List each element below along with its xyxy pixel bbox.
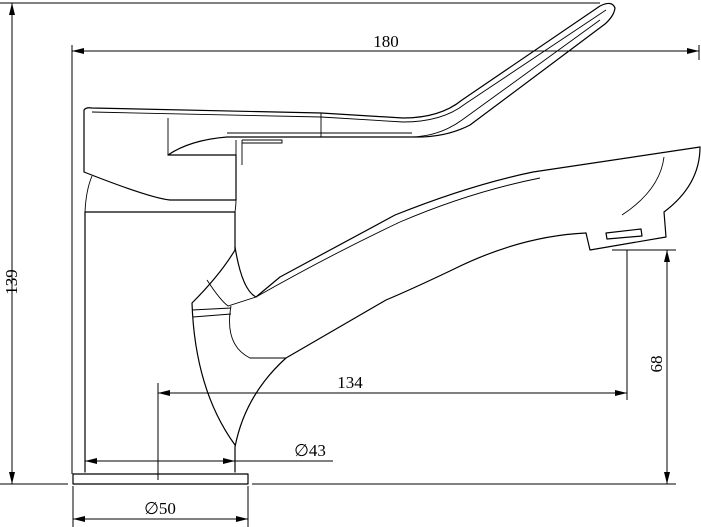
dim-label-diameter-50: ∅50 [144,499,176,518]
dimension-body-diameter: ∅43 [85,441,333,464]
lever-inner-line [411,19,601,138]
aerator [605,228,643,240]
dimension-spout-height: 68 [612,249,676,484]
lever-top-edge [91,9,607,123]
dimension-spout-reach: 134 [157,250,628,480]
dim-label-68: 68 [647,356,666,373]
dim-label-180: 180 [373,32,399,51]
dimension-overall-length: 180 [71,32,700,474]
dimension-overall-height: 139 [0,2,676,485]
spout-hub [191,249,236,446]
spout-nose-inner [621,156,665,216]
hub-inner-curve [206,279,286,359]
column-neck [84,175,237,213]
spout-top-inner [255,177,541,298]
dim-label-134: 134 [337,373,363,392]
dim-label-diameter-43: ∅43 [294,441,326,460]
faucet-outline [72,2,701,485]
base-plate [72,473,249,485]
column-body [84,211,236,473]
hub-joint-lines [191,307,232,318]
cartridge-stem [235,139,283,168]
spout-nose [585,146,701,251]
lever-handle [83,2,616,201]
spout-top [234,146,701,298]
spout-bottom [234,232,587,473]
dimension-base-diameter: ∅50 [72,486,249,527]
dim-label-139: 139 [2,269,21,295]
